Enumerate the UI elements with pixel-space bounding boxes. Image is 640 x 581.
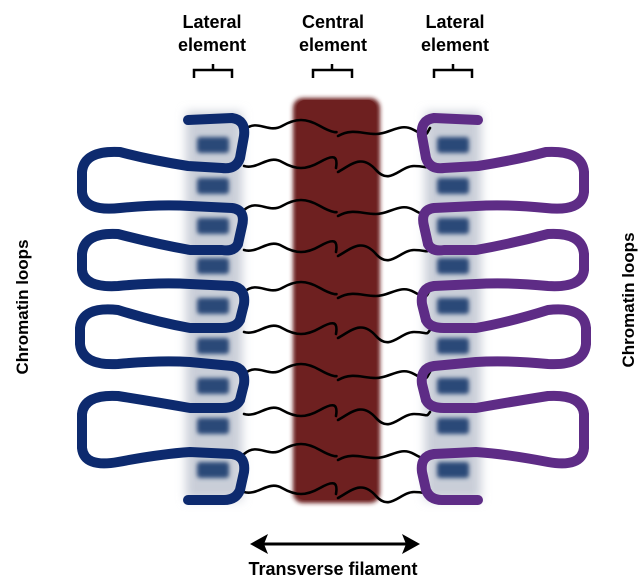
lateral-element-right-beads bbox=[437, 137, 469, 478]
lateral-bead-right bbox=[437, 218, 469, 234]
lateral-bead-right bbox=[437, 338, 469, 354]
lateral-bead-right bbox=[437, 258, 469, 274]
lateral-bead-left bbox=[197, 462, 229, 478]
lateral-element-left-label: Lateral element bbox=[178, 12, 246, 55]
transverse-filament-label: Transverse filament bbox=[248, 559, 417, 579]
lateral-bead-right bbox=[437, 462, 469, 478]
central-line1: Central bbox=[302, 12, 364, 32]
lateral-left-line2: element bbox=[178, 35, 246, 55]
lateral-right-line1: Lateral bbox=[425, 12, 484, 32]
lateral-bead-right bbox=[437, 418, 469, 434]
lateral-bead-left bbox=[197, 298, 229, 314]
bracket-lateral-right bbox=[434, 64, 472, 78]
lateral-bead-right bbox=[437, 178, 469, 194]
bracket-lateral-left bbox=[194, 64, 232, 78]
chromatin-loops-left-label: Chromatin loops bbox=[13, 239, 32, 374]
lateral-bead-left bbox=[197, 378, 229, 394]
central-line2: element bbox=[299, 35, 367, 55]
lateral-bead-left bbox=[197, 418, 229, 434]
lateral-left-line1: Lateral bbox=[182, 12, 241, 32]
transverse-filament-arrow bbox=[250, 534, 420, 554]
lateral-right-line2: element bbox=[421, 35, 489, 55]
lateral-bead-left bbox=[197, 178, 229, 194]
central-element-label: Central element bbox=[299, 12, 367, 55]
lateral-bead-left bbox=[197, 137, 229, 153]
lateral-bead-left bbox=[197, 218, 229, 234]
lateral-bead-right bbox=[437, 378, 469, 394]
lateral-element-left-beads bbox=[197, 137, 229, 478]
lateral-element-right-label: Lateral element bbox=[421, 12, 489, 55]
bracket-central bbox=[313, 64, 352, 78]
chromatin-loops-right-label: Chromatin loops bbox=[619, 232, 638, 367]
label-brackets bbox=[194, 64, 472, 78]
lateral-bead-left bbox=[197, 258, 229, 274]
lateral-bead-right bbox=[437, 137, 469, 153]
lateral-bead-right bbox=[437, 298, 469, 314]
lateral-bead-left bbox=[197, 338, 229, 354]
